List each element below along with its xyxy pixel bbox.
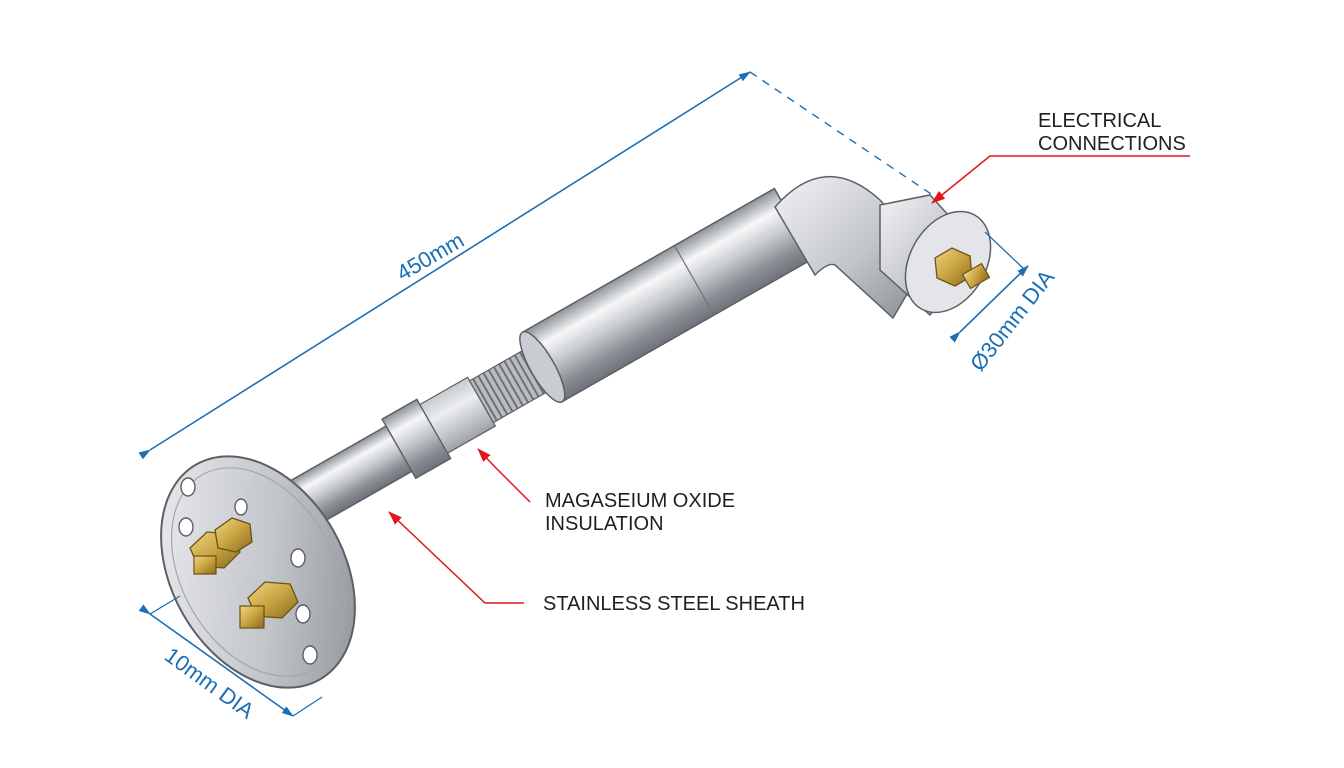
insulation-callout-line-1: MAGASEIUM OXIDE <box>545 490 735 512</box>
tube-elbow <box>774 176 931 320</box>
flange-diameter-dimension-line <box>138 604 294 717</box>
electrical-callout-line-2: CONNECTIONS <box>1038 133 1186 155</box>
flange-terminal-nut-upper <box>189 517 253 575</box>
end-diameter-extension-line <box>984 231 1026 271</box>
flange-diameter-extension-line <box>292 696 323 717</box>
flange-diameter-extension-line <box>149 595 181 615</box>
insulation-callout-line-2: INSULATION <box>545 513 664 535</box>
end-diameter-dimension-line <box>949 265 1029 343</box>
sheath-callout-label: STAINLESS STEEL SHEATH <box>543 593 805 615</box>
bolt-hole <box>234 498 248 516</box>
electrical-callout-line-1: ELECTRICAL <box>1038 110 1161 132</box>
bolt-hole <box>290 548 306 568</box>
bolt-hole <box>302 645 318 665</box>
insulation-leader-line <box>477 448 531 503</box>
bolt-hole <box>295 604 311 624</box>
bolt-hole <box>180 477 196 497</box>
bolt-hole <box>178 517 194 537</box>
main-tube <box>521 187 816 403</box>
sheath-leader-line <box>388 511 524 604</box>
electrical-leader-line <box>931 155 1190 204</box>
length-dimension-line <box>138 71 751 460</box>
